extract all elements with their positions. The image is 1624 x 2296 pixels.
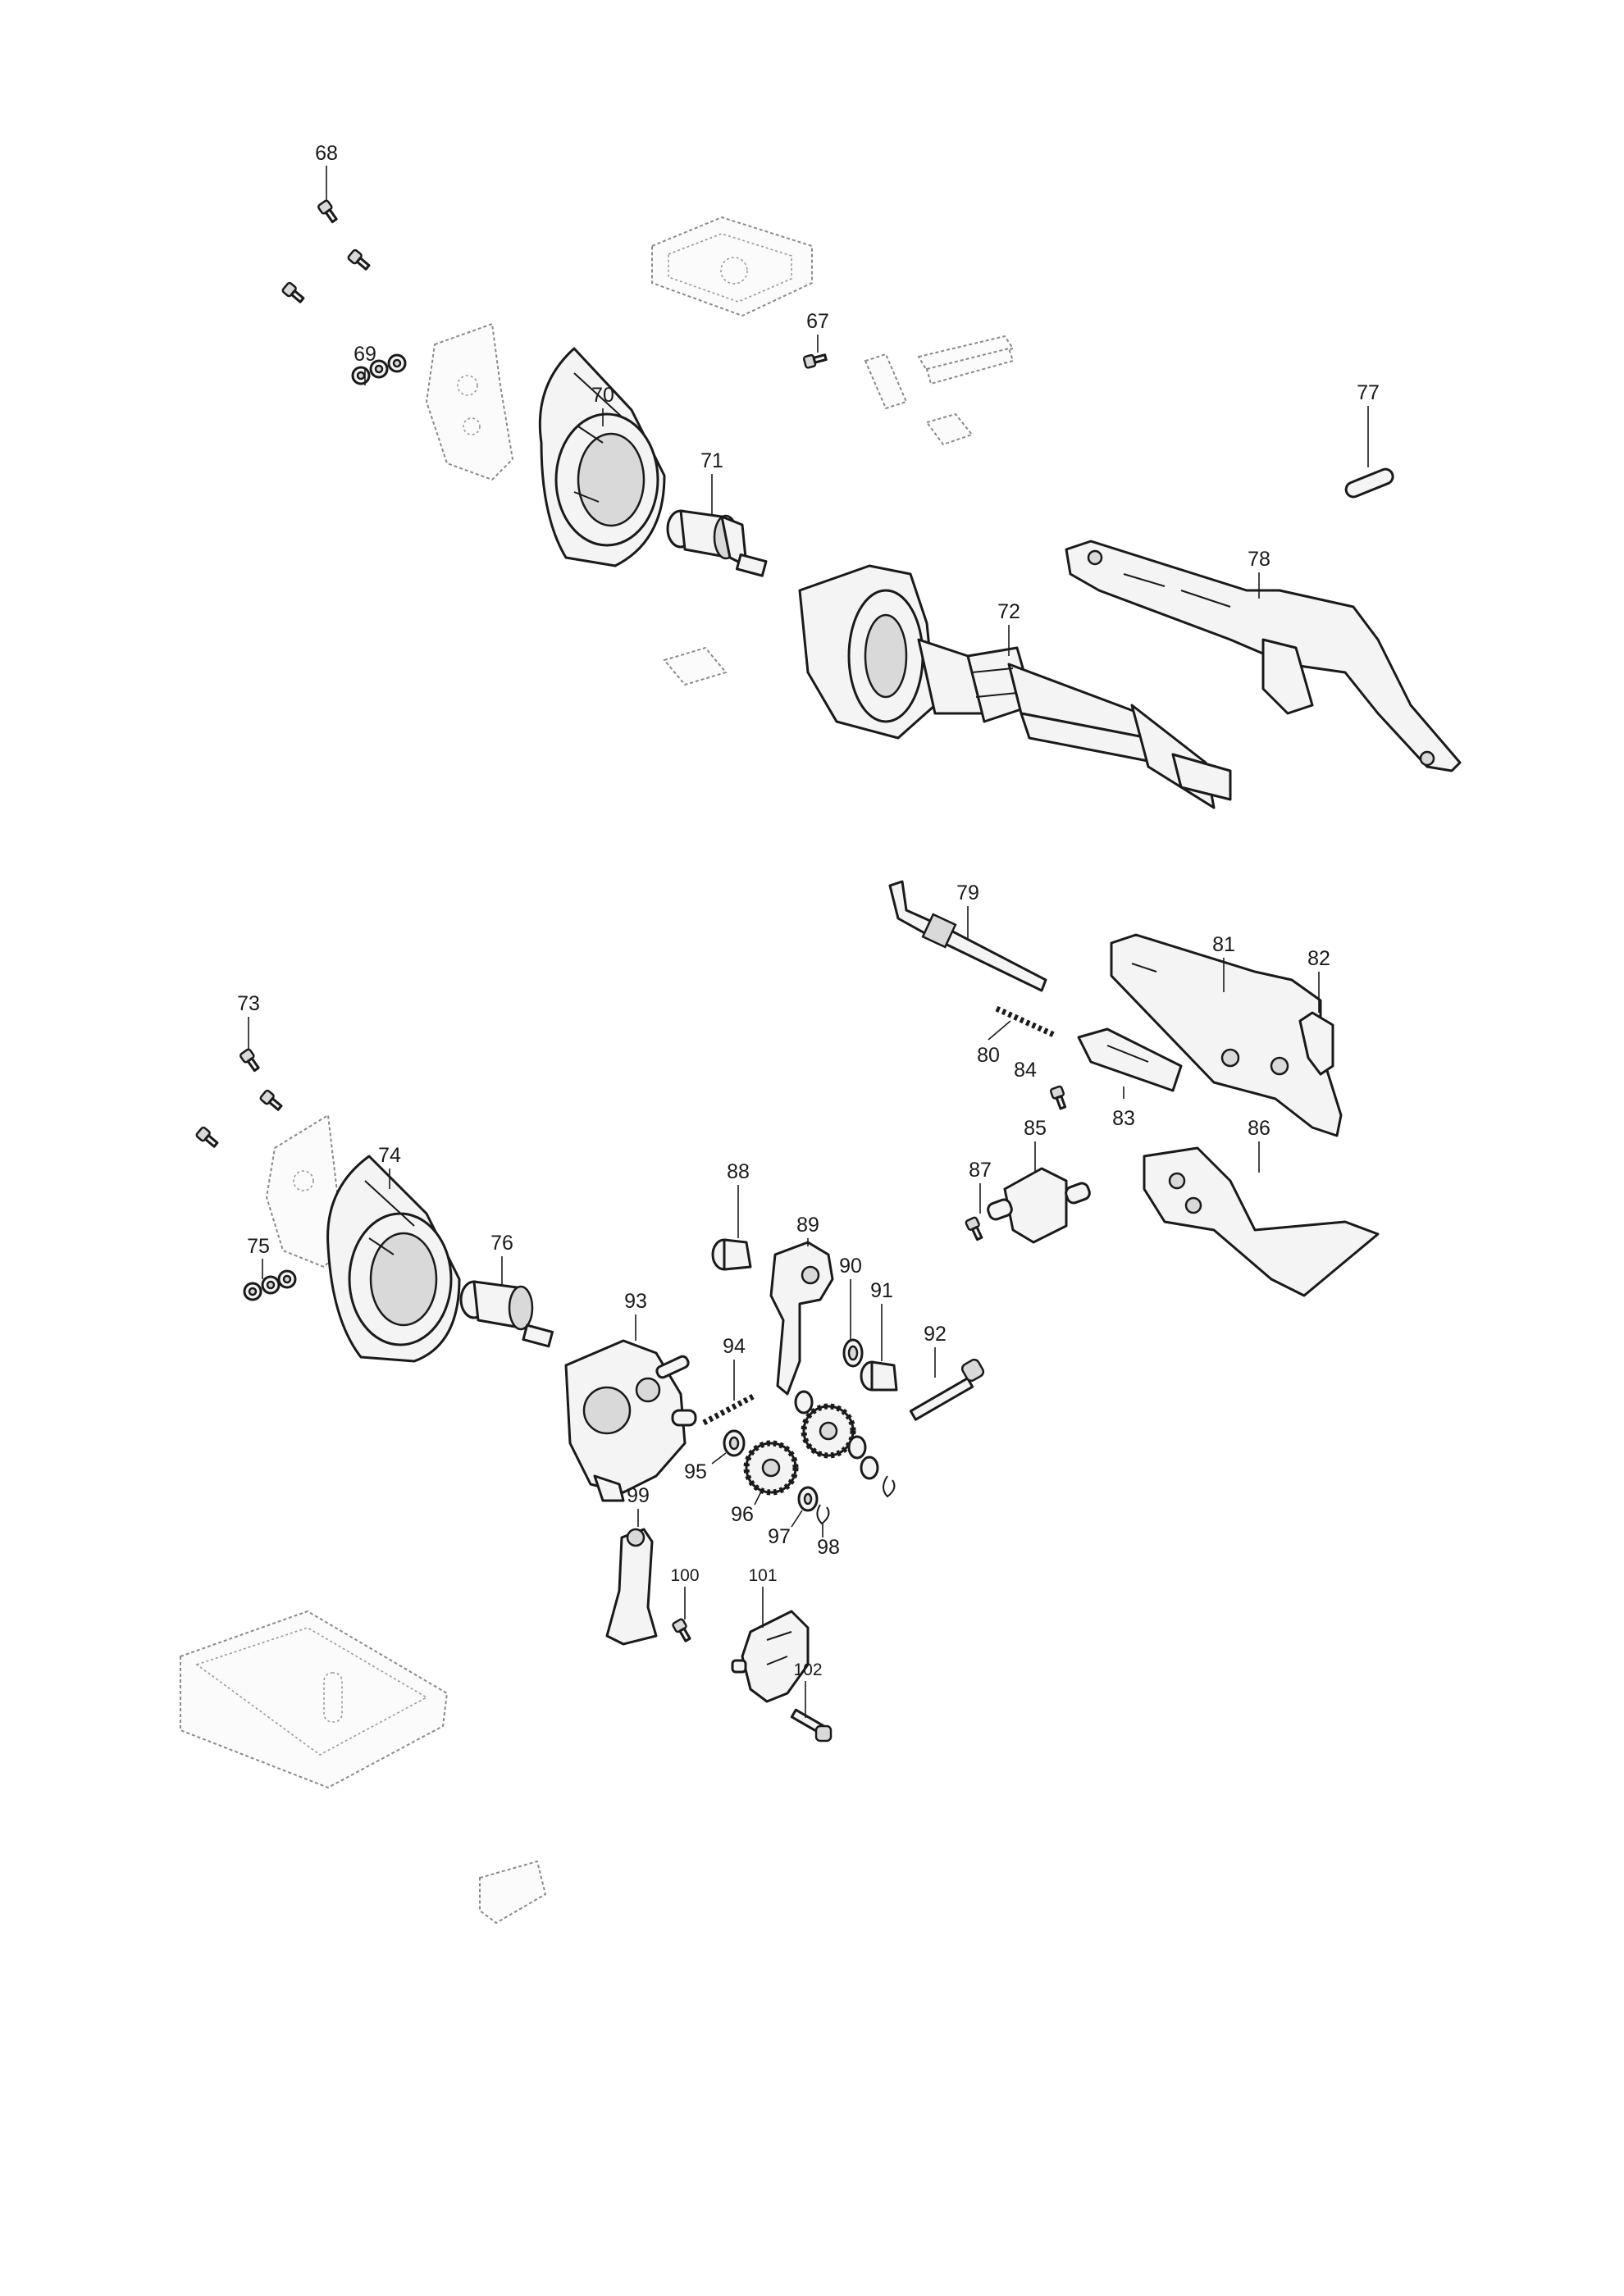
callout-68: 68 xyxy=(315,142,338,165)
screw-set-75 xyxy=(243,1269,297,1301)
housing-85 xyxy=(987,1167,1091,1244)
callout-83: 83 xyxy=(1112,1107,1135,1130)
bushing-88 xyxy=(711,1238,752,1271)
armature-76 xyxy=(459,1280,554,1348)
callout-90: 90 xyxy=(839,1255,862,1278)
gear-housing-93 xyxy=(564,1339,697,1502)
ghost-parts-lower xyxy=(180,1114,547,1925)
clip-98 xyxy=(816,1504,830,1525)
callout-97: 97 xyxy=(768,1525,791,1548)
ghost-parts-upper xyxy=(425,216,1015,686)
screw-84 xyxy=(1048,1084,1070,1111)
callout-72: 72 xyxy=(997,600,1020,623)
callout-74: 74 xyxy=(378,1144,401,1167)
callout-75: 75 xyxy=(247,1235,270,1258)
callout-80: 80 xyxy=(977,1044,1000,1067)
gear-housing-72 xyxy=(798,564,1232,809)
screw-100 xyxy=(670,1617,695,1644)
bushing-91 xyxy=(860,1360,898,1392)
callout-77: 77 xyxy=(1357,381,1380,404)
plate-81 xyxy=(1110,933,1343,1137)
callout-76: 76 xyxy=(490,1232,513,1255)
callout-98: 98 xyxy=(817,1536,840,1559)
rod-79 xyxy=(888,880,1047,992)
screw-68-group xyxy=(281,198,373,306)
callout-87: 87 xyxy=(969,1159,992,1182)
bracket-78 xyxy=(1065,540,1462,772)
spring-80 xyxy=(995,1005,1056,1038)
callout-85: 85 xyxy=(1024,1117,1047,1140)
callout-86: 86 xyxy=(1248,1117,1270,1140)
callout-73: 73 xyxy=(237,992,260,1015)
callout-70: 70 xyxy=(591,384,614,407)
callout-91: 91 xyxy=(870,1279,893,1302)
gear-96 xyxy=(743,1403,856,1496)
screw-87 xyxy=(964,1215,987,1242)
screw-73-group xyxy=(194,1047,285,1150)
field-coil-70 xyxy=(538,347,666,567)
slider-83 xyxy=(1077,1027,1183,1092)
callout-84: 84 xyxy=(1014,1059,1037,1082)
callout-78: 78 xyxy=(1248,548,1270,571)
callout-102: 102 xyxy=(793,1660,822,1679)
callout-96: 96 xyxy=(731,1503,754,1526)
washer-set xyxy=(794,1390,896,1498)
callout-99: 99 xyxy=(627,1484,650,1507)
callout-labels: 68 67 69 70 71 72 77 78 79 80 81 82 83 8… xyxy=(237,142,1380,1679)
callout-71: 71 xyxy=(700,449,723,472)
bracket-89 xyxy=(769,1241,834,1396)
washer-90 xyxy=(842,1338,864,1368)
callout-69: 69 xyxy=(354,343,376,366)
screw-67 xyxy=(801,350,828,370)
washer-95 xyxy=(723,1429,746,1457)
callout-101: 101 xyxy=(748,1566,777,1585)
pin-77 xyxy=(1344,467,1394,499)
callout-92: 92 xyxy=(924,1323,947,1346)
callout-95: 95 xyxy=(684,1460,707,1483)
callout-88: 88 xyxy=(727,1160,750,1183)
callout-89: 89 xyxy=(796,1214,819,1237)
callout-81: 81 xyxy=(1212,933,1235,956)
washer-97 xyxy=(797,1486,819,1512)
screw-102 xyxy=(790,1708,833,1742)
leader-lines xyxy=(248,166,1369,1718)
callout-82: 82 xyxy=(1307,947,1330,970)
callout-93: 93 xyxy=(624,1290,647,1313)
chute-86 xyxy=(1143,1146,1380,1297)
callout-79: 79 xyxy=(956,882,979,904)
lever-99 xyxy=(605,1528,658,1646)
callout-94: 94 xyxy=(723,1335,746,1358)
callout-100: 100 xyxy=(670,1566,699,1585)
spring-94 xyxy=(702,1392,756,1426)
field-coil-74 xyxy=(326,1155,461,1363)
bracket-82 xyxy=(1298,1011,1334,1076)
callout-67: 67 xyxy=(806,310,829,333)
bolt-92 xyxy=(909,1358,985,1421)
plate-101 xyxy=(731,1610,810,1703)
armature-71 xyxy=(666,509,768,577)
